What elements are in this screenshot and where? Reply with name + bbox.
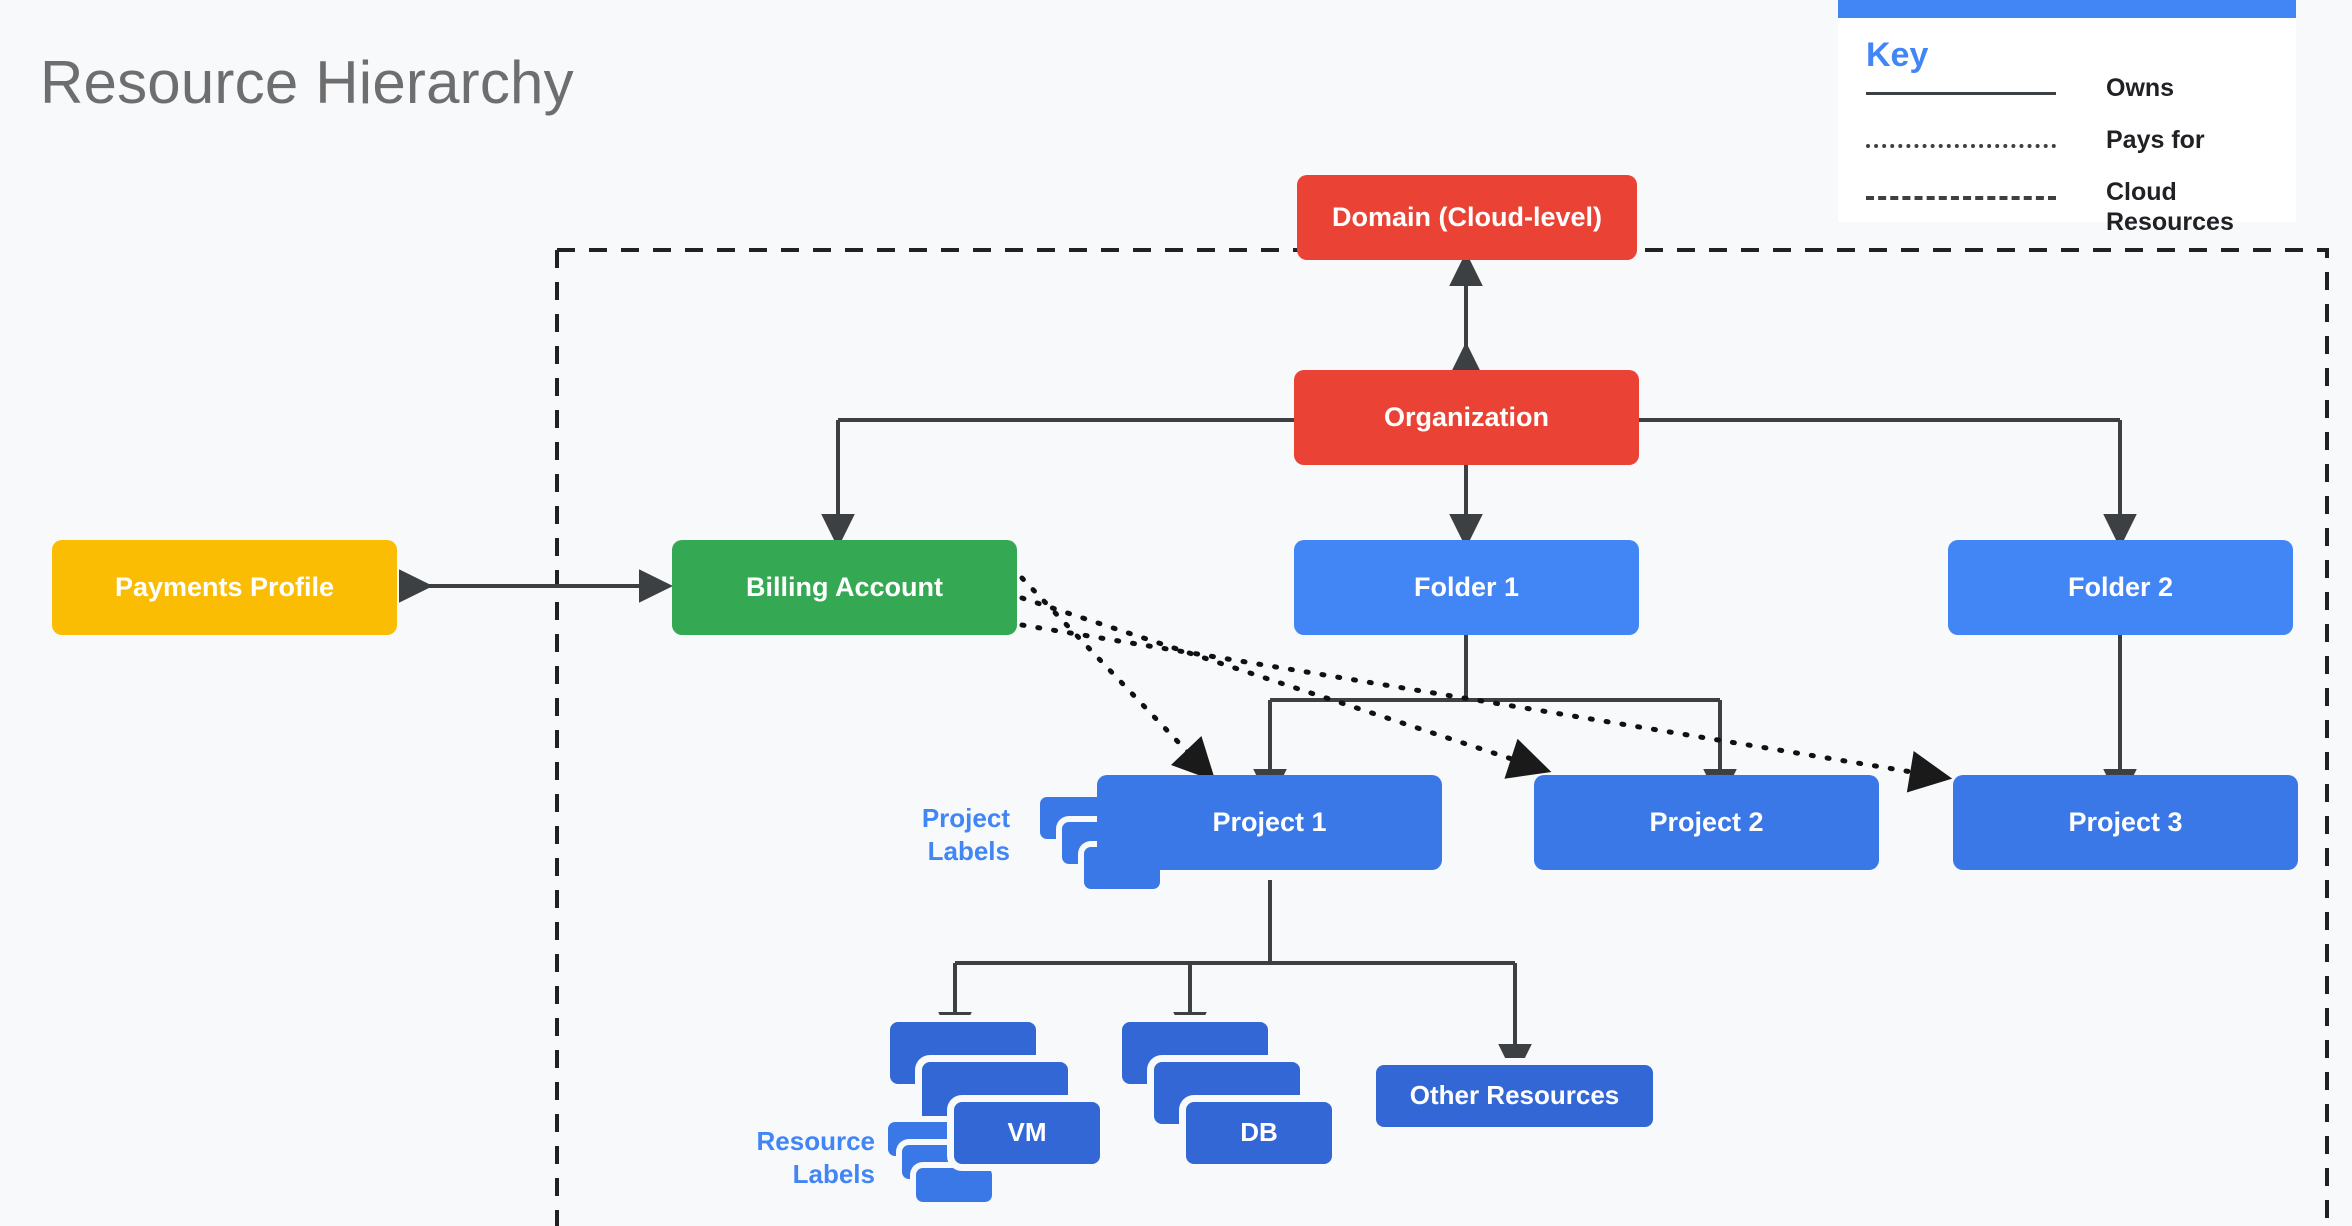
page-title: Resource Hierarchy (40, 49, 574, 116)
key-row-pays-for: Pays for (1866, 126, 2266, 156)
node-payments-profile[interactable]: Payments Profile (52, 540, 397, 635)
key-label-owns: Owns (2106, 74, 2175, 102)
node-folder-2[interactable]: Folder 2 (1948, 540, 2293, 635)
node-billing-account[interactable]: Billing Account (672, 540, 1017, 635)
resource-labels-line-2: Labels (792, 1158, 875, 1189)
dotted-line-icon (1866, 144, 2056, 148)
project-labels-line-2: Labels (927, 835, 1010, 866)
node-project-1[interactable]: Project 1 (1097, 775, 1442, 870)
node-db[interactable]: DB (1186, 1102, 1332, 1164)
node-project-2[interactable]: Project 2 (1534, 775, 1879, 870)
project-labels-line-1: Project (921, 803, 1010, 833)
node-organization[interactable]: Organization (1294, 370, 1639, 465)
key-heading: Key (1866, 36, 1929, 74)
key-label-pays-for: Pays for (2106, 126, 2205, 154)
dashed-line-icon (1866, 196, 2056, 200)
key-accent-bar (1838, 0, 2296, 18)
key-row-cloud-resources: Cloud Resources (1866, 178, 2266, 237)
node-other-resources[interactable]: Other Resources (1376, 1065, 1653, 1127)
node-folder-1[interactable]: Folder 1 (1294, 540, 1639, 635)
project-labels-caption: Project Labels (880, 802, 1010, 867)
key-row-owns: Owns (1866, 74, 2266, 104)
resource-labels-line-1: Resource (756, 1126, 876, 1156)
node-vm[interactable]: VM (954, 1102, 1100, 1164)
solid-line-icon (1866, 92, 2056, 95)
key-label-cloud-resources: Cloud Resources (2106, 178, 2234, 236)
key-legend: Key Owns Pays for Cloud Resources (1838, 0, 2296, 236)
edge-folder1-projects (1253, 625, 1737, 803)
vm-label-chip-3 (916, 1168, 992, 1202)
resource-labels-caption: Resource Labels (735, 1125, 876, 1190)
node-project-3[interactable]: Project 3 (1953, 775, 2298, 870)
node-domain[interactable]: Domain (Cloud-level) (1297, 175, 1637, 260)
